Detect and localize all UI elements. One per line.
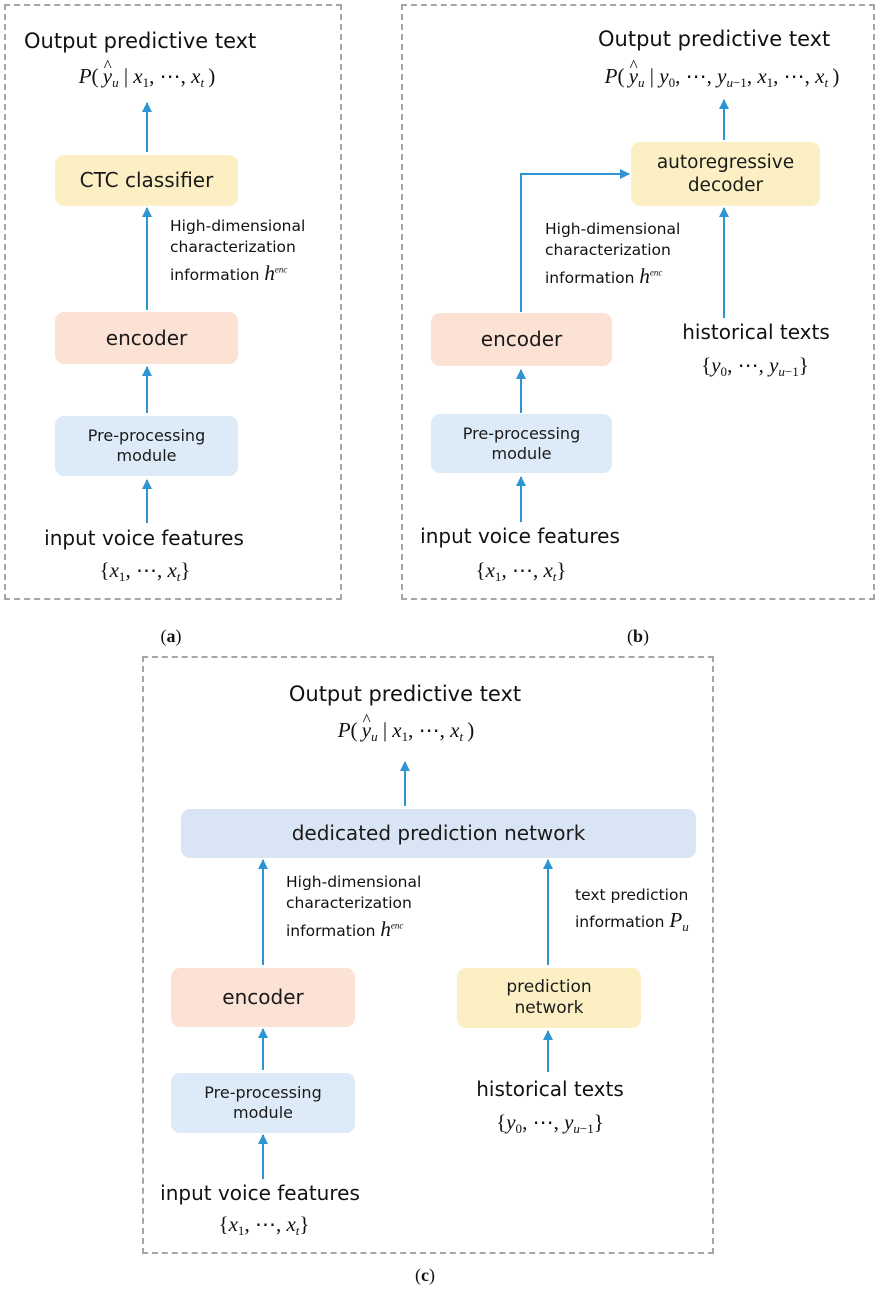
preprocessing-box-b: Pre-processing module bbox=[431, 414, 612, 473]
hidden-info-line3-c: information henc bbox=[286, 915, 421, 944]
hidden-info-sup: enc bbox=[274, 264, 288, 275]
hidden-info-word-c: information bbox=[286, 921, 376, 940]
panel-c-history-label: historical texts bbox=[476, 1077, 624, 1101]
panel-b-output-title: Output predictive text bbox=[598, 27, 831, 51]
hidden-info-symbol: h bbox=[264, 260, 275, 285]
panel-c bbox=[142, 656, 714, 1254]
autoregressive-decoder-box: autoregressive decoder bbox=[631, 142, 820, 206]
panel-a-output-title: Output predictive text bbox=[24, 29, 257, 53]
text-pred-sub: u bbox=[682, 919, 689, 935]
hidden-info-line3: information henc bbox=[170, 259, 305, 288]
panel-c-hidden-info: High-dimensional characterization inform… bbox=[286, 872, 421, 944]
caption-b-letter: b bbox=[632, 626, 644, 646]
panel-b bbox=[401, 4, 875, 600]
prediction-network-box: prediction network bbox=[457, 968, 641, 1028]
caption-c-letter: c bbox=[421, 1265, 429, 1285]
panel-c-input-formula: {x1, ⋯, xt} bbox=[218, 1212, 310, 1239]
text-pred-word: information bbox=[575, 913, 665, 932]
caption-c: (c) bbox=[415, 1265, 435, 1285]
panel-b-history-formula: {y0, ⋯, yu−1} bbox=[701, 353, 809, 380]
hidden-info-sup-c: enc bbox=[390, 920, 404, 931]
encoder-box-c: encoder bbox=[171, 968, 355, 1027]
panel-a-output-formula: P( yu | x1, ⋯, xt ) bbox=[79, 56, 216, 91]
encoder-box-b: encoder bbox=[431, 313, 612, 366]
panel-c-output-formula: P( yu | x1, ⋯, xt ) bbox=[338, 710, 475, 745]
panel-c-text-prediction-info: text prediction information Pu bbox=[575, 885, 689, 936]
dedicated-prediction-network-box: dedicated prediction network bbox=[181, 809, 696, 858]
caption-a-letter: a bbox=[166, 626, 176, 646]
panel-a bbox=[4, 4, 342, 600]
panel-b-input-label: input voice features bbox=[420, 524, 620, 548]
panel-b-hidden-info: High-dimensional characterization inform… bbox=[545, 219, 680, 291]
hidden-info-line2: characterization bbox=[170, 238, 296, 257]
ctc-classifier-box: CTC classifier bbox=[55, 155, 238, 206]
hidden-info-line3-b: information henc bbox=[545, 262, 680, 291]
panel-a-hidden-info: High-dimensional characterization inform… bbox=[170, 216, 305, 288]
hidden-info-word: information bbox=[170, 265, 260, 284]
text-pred-line2: information Pu bbox=[575, 906, 689, 936]
caption-a: (a) bbox=[160, 626, 182, 646]
panel-b-output-formula: P( yu | y0, ⋯, yu−1, x1, ⋯, xt ) bbox=[605, 56, 840, 91]
hidden-info-sup-b: enc bbox=[649, 267, 663, 278]
encoder-box-a: encoder bbox=[55, 312, 238, 364]
hidden-info-symbol-c: h bbox=[380, 916, 391, 941]
hidden-info-line1: High-dimensional bbox=[170, 217, 306, 235]
preprocessing-box-c: Pre-processing module bbox=[171, 1073, 355, 1133]
caption-b: (b) bbox=[626, 626, 650, 646]
panel-a-input-formula: {x1, ⋯, xt} bbox=[99, 558, 191, 585]
hidden-info-line1-b: High-dimensional bbox=[545, 220, 681, 238]
text-pred-symbol: P bbox=[669, 908, 683, 933]
hidden-info-symbol-b: h bbox=[639, 263, 650, 288]
hidden-info-line2-b: characterization bbox=[545, 241, 671, 260]
arrow-b-encoder-to-decoder bbox=[520, 169, 630, 312]
hidden-info-line2-c: characterization bbox=[286, 894, 412, 913]
panel-a-input-label: input voice features bbox=[44, 526, 244, 550]
text-pred-line1: text prediction bbox=[575, 886, 689, 904]
hidden-info-word-b: information bbox=[545, 268, 635, 287]
panel-b-input-formula: {x1, ⋯, xt} bbox=[475, 558, 567, 585]
preprocessing-box-a: Pre-processing module bbox=[55, 416, 238, 476]
panel-c-output-title: Output predictive text bbox=[288, 682, 522, 706]
panel-b-history-label: historical texts bbox=[682, 320, 830, 344]
panel-c-input-label: input voice features bbox=[160, 1181, 360, 1205]
hidden-info-line1-c: High-dimensional bbox=[286, 873, 422, 891]
panel-c-history-formula: {y0, ⋯, yu−1} bbox=[496, 1110, 604, 1137]
